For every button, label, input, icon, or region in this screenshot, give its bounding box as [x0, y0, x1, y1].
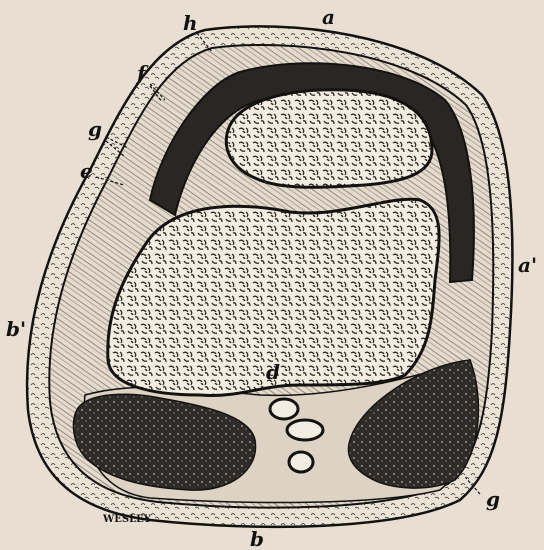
label-d: d: [266, 360, 280, 384]
label-a-prime: a': [518, 253, 537, 277]
patella-section: [226, 90, 432, 188]
label-h: h: [183, 11, 198, 35]
label-g-right: g: [486, 487, 500, 511]
vessel-main: [287, 420, 323, 440]
label-b: b: [250, 527, 264, 550]
label-a: a: [322, 5, 335, 29]
label-b-prime: b': [6, 317, 26, 341]
engraver-signature: WESLEY: [102, 514, 152, 525]
vessel-lower: [289, 452, 313, 472]
label-g-left: g: [88, 117, 102, 141]
label-e: e: [80, 159, 93, 183]
vessel-upper: [270, 399, 298, 419]
